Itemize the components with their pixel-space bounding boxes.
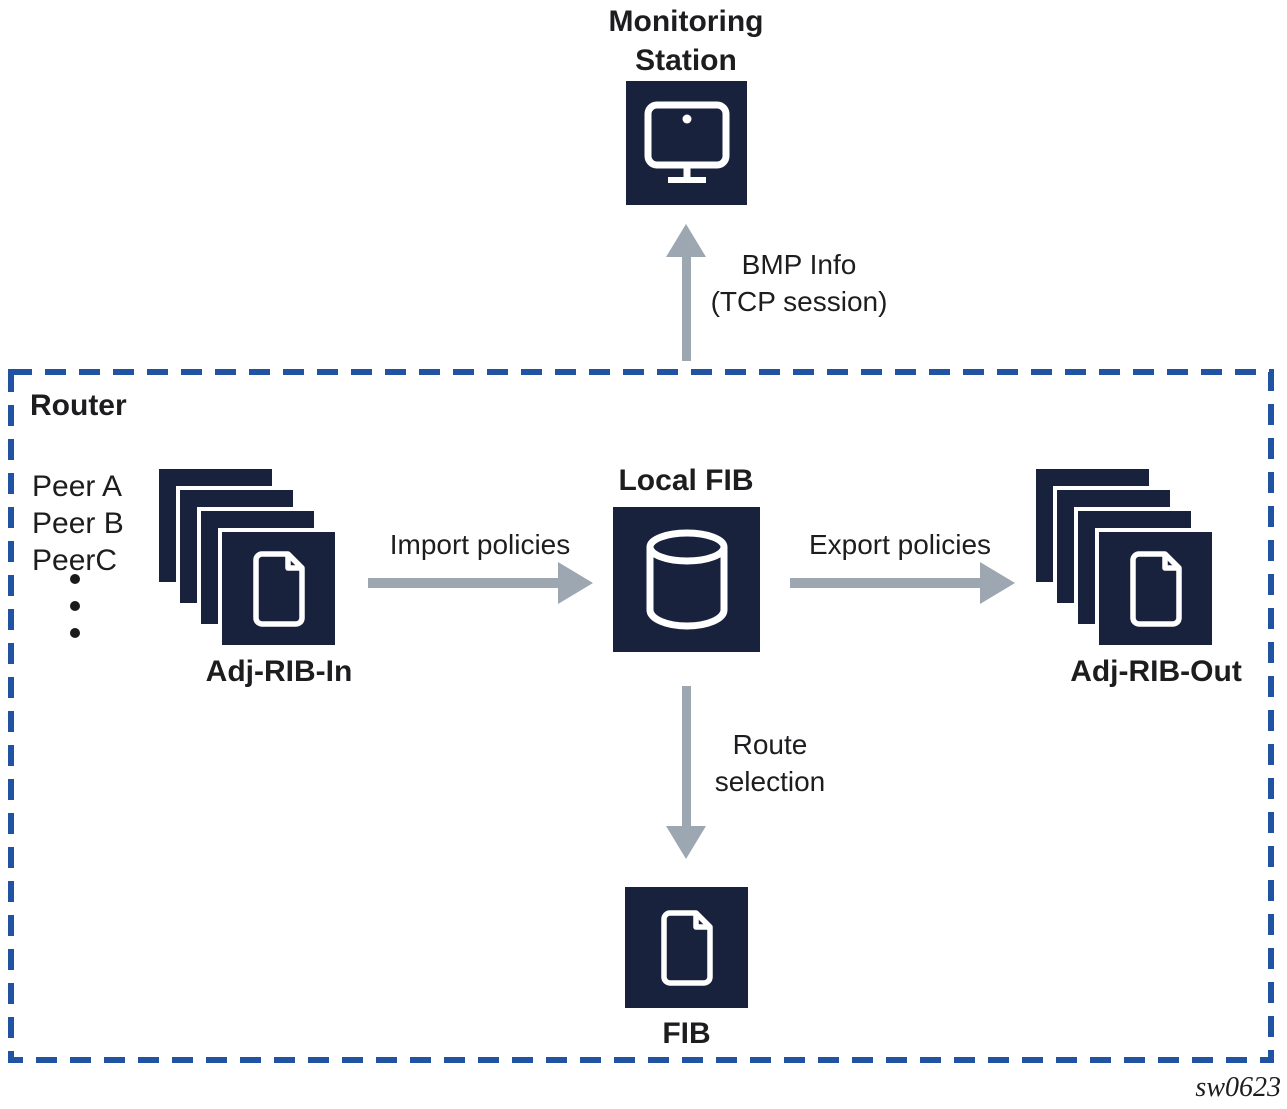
route-selection-label: Route selection [690, 726, 850, 800]
monitor-icon [644, 101, 729, 183]
monitoring-station-label-line2: Station [635, 44, 737, 77]
route-selection-label-line1: Route [732, 729, 808, 760]
adj-rib-in-label: Adj-RIB-In [205, 655, 353, 688]
document-icon [1129, 550, 1182, 627]
figure-id: sw0623 [1195, 1072, 1281, 1103]
peer-b-label: Peer B [32, 507, 124, 540]
arrow-down-head-icon [666, 826, 706, 859]
arrow-right-shaft [368, 578, 559, 588]
import-policies-arrow [368, 562, 593, 604]
stack-layer [1095, 528, 1216, 649]
monitoring-station-label-line1: Monitoring [608, 5, 764, 38]
monitoring-station-node [626, 81, 747, 205]
arrow-right-shaft [790, 578, 981, 588]
arrow-down-shaft [682, 686, 691, 827]
export-policies-arrow [790, 562, 1015, 604]
fib-label: FIB [662, 1017, 711, 1050]
dot-icon [70, 628, 80, 638]
bmp-info-label: BMP Info (TCP session) [698, 246, 900, 320]
database-icon [646, 529, 727, 629]
route-selection-arrow [666, 686, 706, 859]
route-selection-label-line2: selection [714, 766, 826, 797]
local-fib-node [613, 507, 760, 652]
arrow-up-head-icon [666, 224, 706, 257]
adj-rib-out-node [1032, 465, 1216, 649]
stack-layer [218, 528, 339, 649]
router-boundary [8, 369, 1274, 1063]
import-policies-label: Import policies [389, 529, 571, 560]
peer-ellipsis-dots [70, 574, 80, 655]
document-icon [252, 550, 305, 627]
arrow-right-head-icon [558, 562, 593, 604]
document-icon [660, 909, 713, 986]
bmp-arrow [666, 224, 706, 361]
peer-a-label: Peer A [32, 470, 123, 503]
dot-icon [70, 601, 80, 611]
fib-node [625, 887, 748, 1008]
monitoring-station-label: Monitoring Station [561, 2, 811, 80]
local-fib-label: Local FIB [618, 464, 754, 497]
bmp-info-label-line2: (TCP session) [710, 286, 888, 317]
peer-c-label: PeerC [32, 544, 118, 577]
adj-rib-in-node [155, 465, 339, 649]
arrow-up-shaft [682, 256, 691, 361]
router-label: Router [30, 389, 127, 422]
dot-icon [70, 574, 80, 584]
export-policies-label: Export policies [808, 529, 992, 560]
peer-list: Peer A Peer B PeerC [32, 468, 124, 579]
bmp-info-label-line1: BMP Info [741, 249, 857, 280]
adj-rib-out-label: Adj-RIB-Out [1070, 655, 1242, 688]
arrow-right-head-icon [980, 562, 1015, 604]
